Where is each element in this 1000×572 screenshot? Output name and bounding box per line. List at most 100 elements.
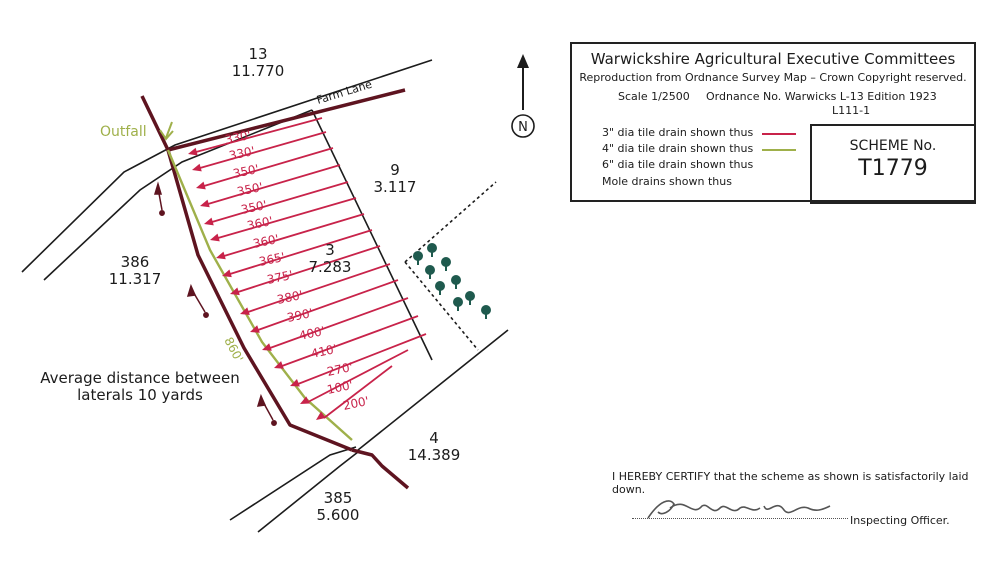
tree-icon [425,265,435,279]
trees [413,243,491,319]
lateral-length-label: 350' [240,198,269,217]
lateral-length-label: 410' [310,342,339,361]
note-line-1: Average distance between [40,369,240,387]
key-scale: Scale 1/2500 [618,90,690,103]
parcel-number: 386 [120,253,150,271]
inspecting-officer-label: Inspecting Officer. [850,514,950,527]
dotted-boundary-1 [404,181,497,263]
lateral-drain: 330' [192,131,327,172]
parcel-number: 385 [323,489,353,507]
parcel-area: 3.117 [373,178,417,196]
signature-icon [647,500,831,519]
tree-icon [413,251,423,265]
parcel-area: 5.600 [316,506,360,524]
lateral-arrowhead-icon [204,217,214,226]
field-boundary [140,88,410,490]
lateral-length-label: 350' [232,162,261,181]
tree-icon [481,305,491,319]
lateral-arrowhead-icon [300,396,310,404]
legend-mole-label: Mole drains shown thus [602,175,732,188]
note-line-2: laterals 10 yards [77,386,203,404]
road-label-farm-lane: Farm Lane [315,78,374,107]
lateral-arrowhead-icon [188,147,198,156]
lateral-length-label: 330' [228,144,257,163]
legend-3in-swatch [762,133,796,135]
lateral-arrowhead-icon [216,251,226,260]
certification-text: I HEREBY CERTIFY that the scheme as show… [612,470,969,496]
legend-3in-label: 3" dia tile drain shown thus [602,126,754,139]
lateral-arrowhead-icon [200,199,210,208]
scheme-number: T1779 [858,156,928,181]
lateral-arrowhead-icon [230,287,240,296]
lateral-drains: 330'330'350'350'350'360'360'365'375'380'… [188,117,427,420]
tree-icon [427,243,437,257]
map-key: Warwickshire Agricultural Executive Comm… [570,42,976,204]
lateral-length-label: 360' [246,214,275,233]
lateral-arrowhead-icon [196,181,206,190]
lateral-length-label: 360' [252,232,281,251]
tree-icon [441,257,451,271]
north-letter: N [518,120,528,135]
road-edge-upper [21,59,433,273]
parcel-4: 4 14.389 [394,430,474,464]
lateral-arrowhead-icon [222,269,232,278]
boundary-south [351,448,410,490]
tree-icon [453,297,463,311]
boundary-west [166,149,353,452]
lateral-drain: 410' [274,315,419,369]
key-sheet: L111-1 [832,104,871,117]
lateral-drain: 375' [230,245,381,296]
lateral-arrowhead-icon [240,307,250,315]
lateral-arrowhead-icon [262,343,272,351]
lateral-drain: 365' [222,229,373,278]
lateral-drain: 270' [290,333,427,387]
lateral-length-label: 400' [298,324,327,343]
average-distance-note: Average distance between laterals 10 yar… [30,370,250,404]
lateral-length-label: 380' [276,288,305,307]
track-edge-2 [257,451,359,533]
lateral-arrowhead-icon [274,361,284,369]
road-to-east [357,329,509,451]
lateral-drain: 360' [216,213,365,260]
boundary-north [167,88,406,152]
lateral-length-label: 365' [258,250,287,269]
parcel-area: 11.770 [231,62,285,80]
lateral-arrowhead-icon [210,233,220,242]
lateral-drain: 350' [200,164,341,208]
parcel-area: 11.317 [108,270,162,288]
main-drain-4in [166,149,353,441]
flow-arrow-icon [153,181,165,216]
key-title: Warwickshire Agricultural Executive Comm… [590,50,956,68]
lateral-drain: 380' [240,263,391,315]
lateral-arrowhead-icon [192,163,202,172]
lateral-length-label: 200' [342,394,371,413]
lateral-length-label: 390' [286,306,315,325]
legend-4in-label: 4" dia tile drain shown thus [602,142,754,155]
signature-line [632,508,848,519]
flow-arrow-icon [256,393,277,426]
lateral-drain: 100' [300,349,409,404]
parcel-9: 9 3.117 [355,162,435,196]
north-arrow-icon [511,54,535,138]
roads [21,59,509,533]
lateral-length-label: 375' [266,268,295,287]
key-ordnance: Ordnance No. Warwicks L-13 Edition 1923 [706,90,937,103]
legend-4in-swatch [762,149,796,151]
lateral-arrowhead-icon [250,325,260,333]
lateral-length-label: 330' [224,128,253,147]
tree-icon [435,281,445,295]
lateral-drain: 350' [204,181,349,226]
legend-6in-label: 6" dia tile drain shown thus [602,158,754,171]
parcel-number: 13 [248,45,268,63]
dotted-boundary-2 [404,261,479,351]
parcel-area: 7.283 [308,258,352,276]
outfall-arrow-icon [159,121,174,141]
parcel-number: 9 [390,161,400,179]
lateral-length-label: 270' [326,360,355,379]
parcel-number: 3 [325,241,335,259]
lateral-drain: 350' [196,147,334,190]
key-subtitle: Reproduction from Ordnance Survey Map – … [579,71,967,84]
parcel-3: 3 7.283 [290,242,370,276]
main-drain-length-label: 860' [221,335,246,365]
